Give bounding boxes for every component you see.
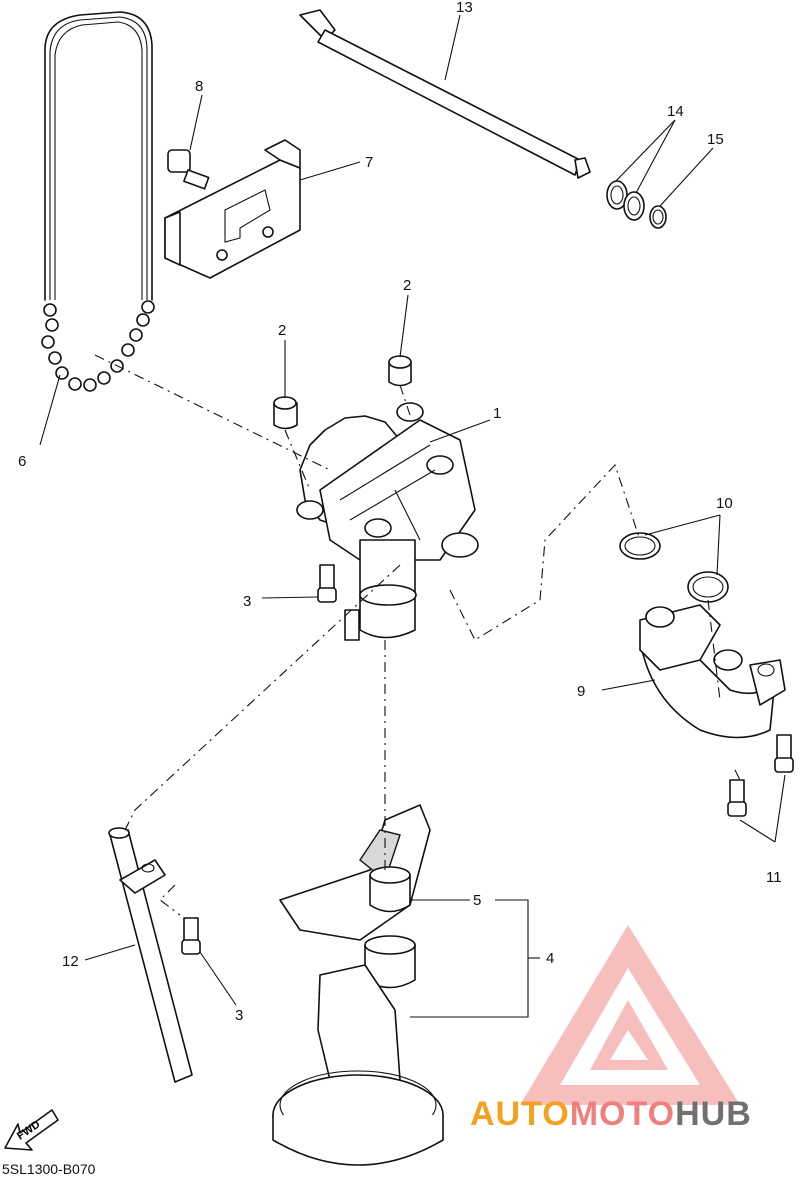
callout-5: 5 <box>473 892 481 909</box>
callout-9: 9 <box>577 683 585 700</box>
oil-pipe-part <box>639 604 786 739</box>
callout-11: 11 <box>766 869 782 886</box>
watermark-part-auto: AUTO <box>470 1095 570 1133</box>
callout-7: 7 <box>365 154 373 171</box>
callout-3-upper: 3 <box>243 593 251 610</box>
bolt-3-lower-part <box>181 917 201 955</box>
chain-guide-part <box>164 139 301 279</box>
callout-13: 13 <box>456 0 473 16</box>
fwd-arrow-icon: FWD <box>4 1109 59 1151</box>
leader-lines <box>39 14 786 1018</box>
callout-14: 14 <box>667 103 684 120</box>
strainer-part <box>272 804 444 1166</box>
shaft-part <box>299 9 591 179</box>
callouts: 13 14 15 8 7 2 2 1 6 10 3 9 11 5 4 12 3 <box>18 0 782 1024</box>
gaskets-part <box>619 532 729 603</box>
watermark-part-moto: MOTO <box>570 1095 675 1133</box>
watermark-text: AUTOMOTOHUB <box>470 1095 752 1133</box>
callout-4: 4 <box>546 950 554 967</box>
watermark-part-hub: HUB <box>675 1095 752 1133</box>
bolt-3-upper-part <box>317 564 337 603</box>
oil-pump-part <box>296 402 479 641</box>
callout-2-right: 2 <box>403 277 411 294</box>
callout-10: 10 <box>716 495 733 512</box>
callout-3-lower: 3 <box>235 1007 243 1024</box>
callout-6: 6 <box>18 453 26 470</box>
callout-12: 12 <box>62 953 79 970</box>
dowel-pins-part <box>273 355 412 430</box>
o-rings-part <box>606 180 667 229</box>
watermark-logo-icon <box>520 925 740 1105</box>
diagram-code: 5SL1300-B070 <box>2 1161 96 1177</box>
assembly-lines <box>94 354 741 916</box>
pipe-12-part <box>108 827 193 1083</box>
bolts-11-part <box>727 734 794 817</box>
chain-links <box>41 300 155 392</box>
callout-1: 1 <box>493 405 501 422</box>
chain-part <box>41 11 155 392</box>
bolt-8-part <box>167 149 210 190</box>
callout-2-left: 2 <box>278 322 286 339</box>
callout-8: 8 <box>195 78 203 95</box>
callout-15: 15 <box>707 131 724 148</box>
